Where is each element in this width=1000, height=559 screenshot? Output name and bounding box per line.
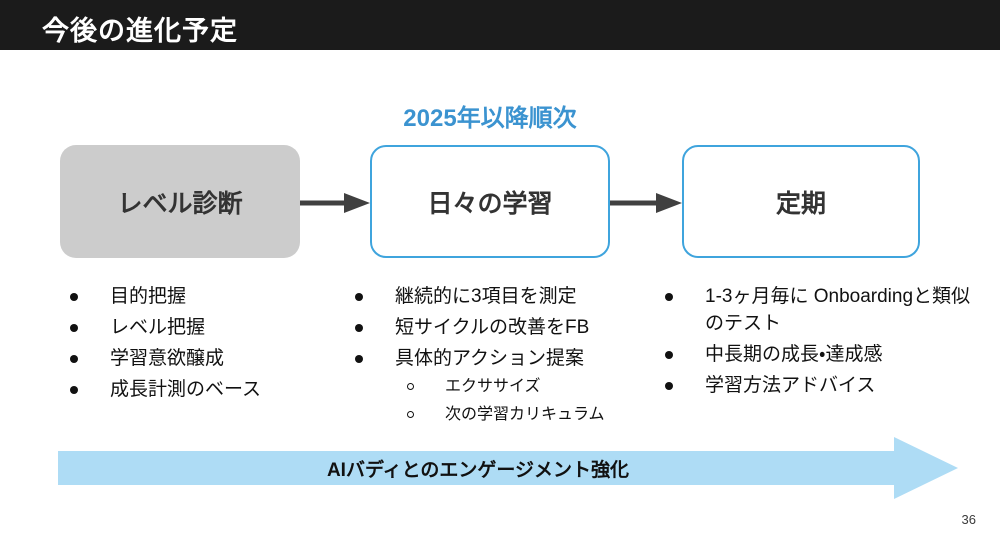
- bullet-ring-icon: [407, 411, 414, 418]
- bullet-dot-icon: [355, 355, 363, 363]
- bullet-dot-icon: [70, 386, 78, 394]
- list-item-label: 学習意欲醸成: [110, 348, 225, 369]
- list-item: 目的把握: [60, 283, 350, 310]
- list-item: 1-3ヶ月毎に Onboardingと類似のテスト: [655, 283, 985, 337]
- list-item-label: 目的把握: [110, 286, 187, 307]
- bullet-list: 1-3ヶ月毎に Onboardingと類似のテスト 中長期の成長・達成感 学習方…: [655, 283, 985, 399]
- banner-arrow-icon: [58, 437, 958, 499]
- list-item: 継続的に3項目を測定: [345, 283, 645, 310]
- bullet-dot-icon: [70, 293, 78, 301]
- list-item: 学習意欲醸成: [60, 345, 350, 372]
- bullet-dot-icon: [70, 355, 78, 363]
- banner-label: AIバディとのエンゲージメント強化: [326, 459, 630, 481]
- page-number: 36: [961, 512, 976, 527]
- list-item: 学習方法アドバイス: [655, 372, 985, 399]
- flow-box-label: 定期: [775, 189, 826, 218]
- sub-bullet-list: エクササイズ 次の学習カリキュラム: [395, 374, 645, 428]
- flow-box-label: レベル診断: [117, 189, 243, 218]
- sub-list-item-label: エクササイズ: [445, 378, 541, 395]
- list-item-label: 継続的に3項目を測定: [395, 286, 577, 307]
- flow-box-daily-learning: 日々の学習: [370, 145, 610, 258]
- list-item-label: 1-3ヶ月毎に Onboardingと類似のテスト: [705, 286, 971, 334]
- list-item-label: 短サイクルの改善をFB: [395, 317, 590, 338]
- bullet-dot-icon: [355, 324, 363, 332]
- bullet-dot-icon: [355, 293, 363, 301]
- sub-list-item: エクササイズ: [395, 374, 645, 400]
- list-item-label: 成長計測のベース: [110, 379, 262, 400]
- list-item: 短サイクルの改善をFB: [345, 314, 645, 341]
- bullet-list: 目的把握 レベル把握 学習意欲醸成 成長計測のベース: [60, 283, 350, 403]
- list-item: レベル把握: [60, 314, 350, 341]
- list-item-label: レベル把握: [110, 317, 206, 338]
- page-title: 今後の進化予定: [42, 16, 238, 46]
- list-item-label: 学習方法アドバイス: [705, 375, 876, 396]
- list-item: 成長計測のベース: [60, 376, 350, 403]
- bullet-dot-icon: [665, 351, 673, 359]
- bullet-ring-icon: [407, 383, 414, 390]
- bullet-column-level-diagnosis: 目的把握 レベル把握 学習意欲醸成 成長計測のベース: [60, 283, 350, 407]
- list-item-label: 中長期の成長・達成感: [705, 344, 883, 365]
- sub-list-item: 次の学習カリキュラム: [395, 402, 645, 428]
- flow-box-label: 日々の学習: [427, 189, 553, 218]
- list-item-label: 具体的アクション提案: [395, 348, 585, 369]
- flow-box-level-diagnosis: レベル診断: [60, 145, 300, 258]
- engagement-banner: AIバディとのエンゲージメント強化: [58, 437, 958, 499]
- bullet-dot-icon: [70, 324, 78, 332]
- bullet-dot-icon: [665, 293, 673, 301]
- flow-box-periodic: 定期: [682, 145, 920, 258]
- list-item: 中長期の成長・達成感: [655, 341, 985, 368]
- list-item: 具体的アクション提案 エクササイズ 次の学習カリキュラム: [345, 345, 645, 428]
- bullet-list: 継続的に3項目を測定 短サイクルの改善をFB 具体的アクション提案 エクササイズ…: [345, 283, 645, 428]
- subtitle-label: 2025年以降順次: [403, 105, 577, 132]
- bullet-column-periodic: 1-3ヶ月毎に Onboardingと類似のテスト 中長期の成長・達成感 学習方…: [655, 283, 985, 403]
- sub-list-item-label: 次の学習カリキュラム: [445, 406, 605, 423]
- arrow-right-icon: [610, 192, 682, 214]
- arrow-right-icon: [300, 192, 370, 214]
- bullet-dot-icon: [665, 382, 673, 390]
- slide-header-bar: 今後の進化予定: [0, 0, 1000, 50]
- bullet-column-daily-learning: 継続的に3項目を測定 短サイクルの改善をFB 具体的アクション提案 エクササイズ…: [345, 283, 645, 432]
